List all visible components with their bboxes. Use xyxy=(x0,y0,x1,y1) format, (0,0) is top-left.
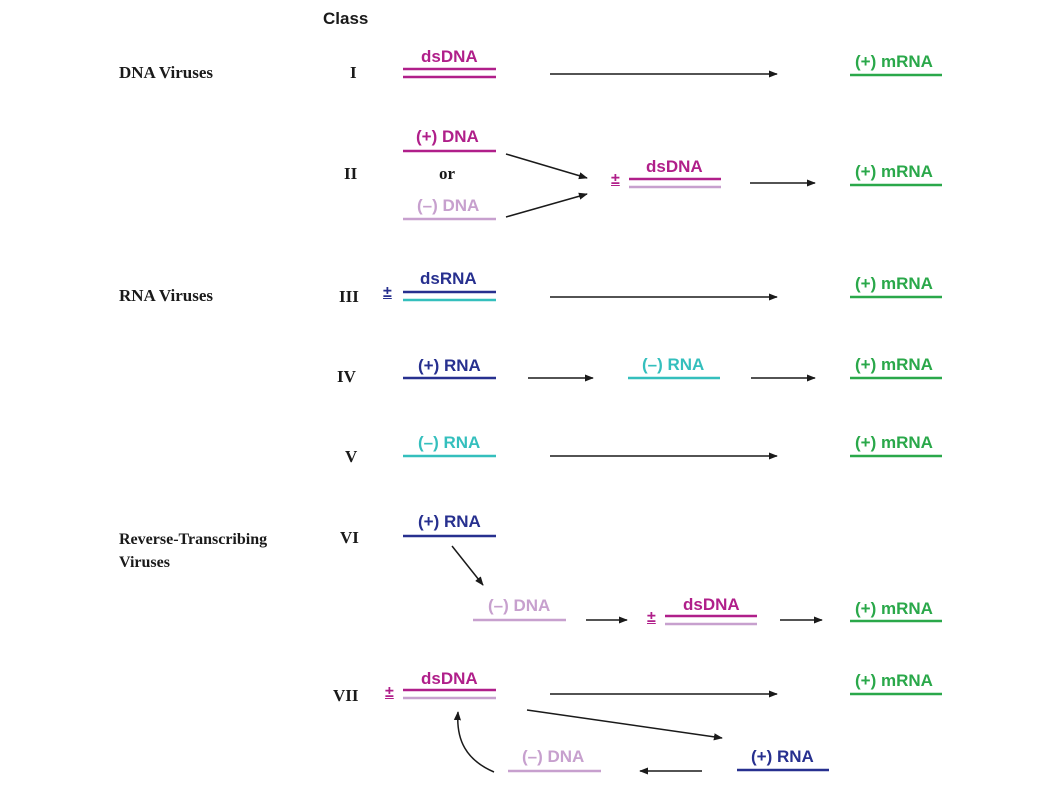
class-vi-mrna-label: (+) mRNA xyxy=(855,599,933,618)
class-numeral-vii: VII xyxy=(333,686,359,705)
class-iii-dsrna-label: dsRNA xyxy=(420,269,477,288)
class-ii-arrow-from-minus xyxy=(505,192,588,218)
class-numeral-iv: IV xyxy=(337,367,356,386)
class-vi-arrow-down xyxy=(451,545,484,586)
class-vi-minus-dna-label: (–) DNA xyxy=(488,596,551,615)
class-i-dsdna-label: dsDNA xyxy=(421,47,478,66)
class-vii-dsdna-label: dsDNA xyxy=(421,669,478,688)
class-numeral-ii: II xyxy=(344,164,358,183)
group-label-dna-viruses: DNA Viruses xyxy=(119,63,213,82)
class-numeral-iii: III xyxy=(339,287,359,306)
class-ii-or-label: or xyxy=(439,164,456,183)
class-numeral-vi: VI xyxy=(340,528,359,547)
class-vi-dsdna-label: dsDNA xyxy=(683,595,740,614)
class-v-mrna-label: (+) mRNA xyxy=(855,433,933,452)
group-label-reverse-transcribing-viruses: Reverse-Transcribing Viruses xyxy=(119,531,268,571)
class-ii-plus-minus-sign: ± xyxy=(611,171,620,188)
class-ii-dsdna-label: dsDNA xyxy=(646,157,703,176)
class-vii-mrna-label: (+) mRNA xyxy=(855,671,933,690)
class-iii-mrna-label: (+) mRNA xyxy=(855,274,933,293)
class-vii-curved-arrow-back xyxy=(453,711,495,773)
group-label-rna-viruses: RNA Viruses xyxy=(119,286,213,305)
class-ii-mrna-label: (+) mRNA xyxy=(855,162,933,181)
class-iv-mrna-label: (+) mRNA xyxy=(855,355,933,374)
class-ii-plus-dna-label: (+) DNA xyxy=(416,127,479,146)
class-vii-minus-dna-label: (–) DNA xyxy=(522,747,585,766)
class-iii-plus-minus-sign: ± xyxy=(383,284,392,301)
class-numeral-i: I xyxy=(350,63,357,82)
class-iv-plus-rna-label: (+) RNA xyxy=(418,356,481,375)
class-vii-arrow-to-plus-rna xyxy=(526,709,723,741)
class-column-header: Class xyxy=(323,9,369,28)
class-ii-arrow-from-plus xyxy=(505,153,588,180)
class-vi-plus-minus-sign: ± xyxy=(647,609,656,626)
class-v-minus-rna-label: (–) RNA xyxy=(418,433,481,452)
class-ii-minus-dna-label: (–) DNA xyxy=(417,196,480,215)
class-i-mrna-label: (+) mRNA xyxy=(855,52,933,71)
class-numeral-v: V xyxy=(345,447,358,466)
class-vii-plus-rna-label: (+) RNA xyxy=(751,747,814,766)
class-vi-plus-rna-label: (+) RNA xyxy=(418,512,481,531)
class-iv-minus-rna-label: (–) RNA xyxy=(642,355,705,374)
class-vii-plus-minus-sign: ± xyxy=(385,684,394,701)
